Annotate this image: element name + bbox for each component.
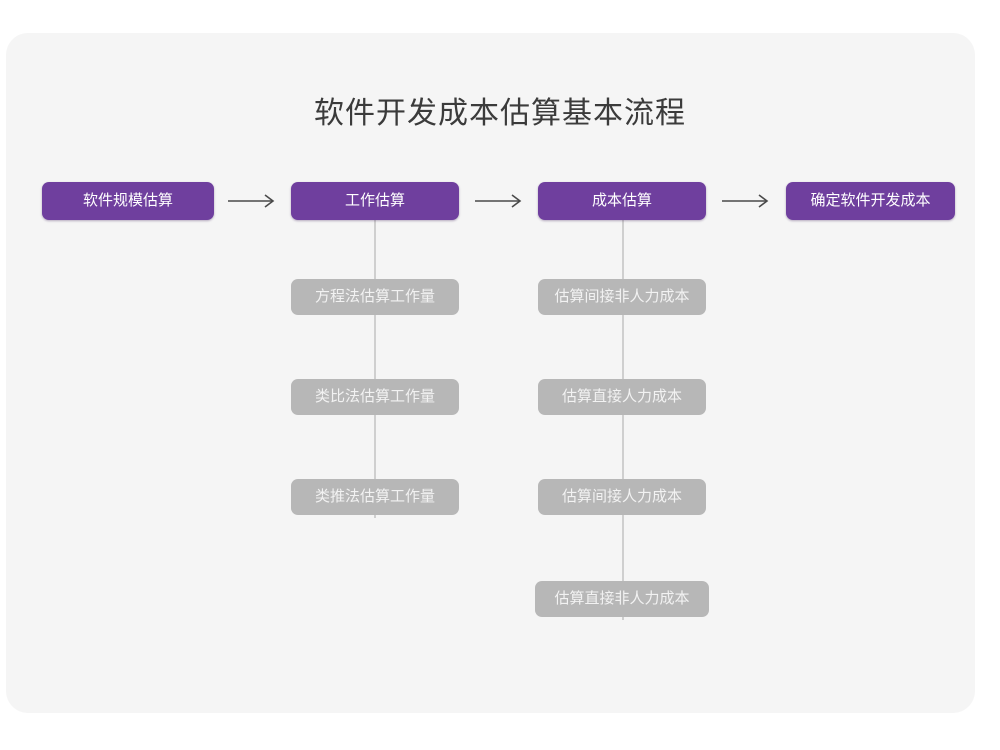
substep-indirect-nonlabor-cost[interactable]: 估算间接非人力成本: [538, 279, 706, 315]
arrow-right-icon-2: [472, 188, 527, 214]
substep-label: 估算间接非人力成本: [554, 288, 690, 305]
substep-label: 估算间接人力成本: [561, 488, 682, 505]
substep-equation-method-workload[interactable]: 方程法估算工作量: [291, 279, 459, 315]
connector-line-work-branch: [374, 220, 376, 518]
substep-label: 估算直接人力成本: [561, 388, 682, 405]
step-work-estimation[interactable]: 工作估算: [291, 182, 459, 220]
substep-label: 类比法估算工作量: [314, 388, 435, 405]
arrow-right-icon-1: [225, 188, 280, 214]
connector-line-cost-branch: [622, 220, 624, 620]
substep-analogy-method-workload[interactable]: 类比法估算工作量: [291, 379, 459, 415]
step-label: 成本估算: [591, 192, 652, 209]
substep-direct-nonlabor-cost[interactable]: 估算直接非人力成本: [535, 581, 709, 617]
substep-label: 方程法估算工作量: [314, 288, 435, 305]
substep-inference-method-workload[interactable]: 类推法估算工作量: [291, 479, 459, 515]
step-cost-estimation[interactable]: 成本估算: [538, 182, 706, 220]
step-label: 工作估算: [344, 192, 405, 209]
substep-direct-labor-cost[interactable]: 估算直接人力成本: [538, 379, 706, 415]
substep-label: 类推法估算工作量: [314, 488, 435, 505]
step-determine-development-cost[interactable]: 确定软件开发成本: [786, 182, 955, 220]
arrow-right-icon-3: [719, 188, 774, 214]
step-software-scale-estimation[interactable]: 软件规模估算: [42, 182, 214, 220]
diagram-card: [6, 33, 975, 713]
substep-indirect-labor-cost[interactable]: 估算间接人力成本: [538, 479, 706, 515]
substep-label: 估算直接非人力成本: [554, 590, 690, 607]
step-label: 软件规模估算: [82, 192, 173, 209]
page-title: 软件开发成本估算基本流程: [314, 97, 686, 130]
step-label: 确定软件开发成本: [810, 192, 931, 209]
